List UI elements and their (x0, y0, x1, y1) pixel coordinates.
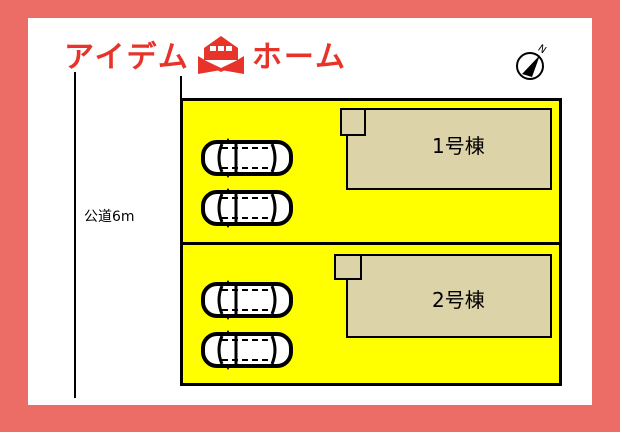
north-arrow-icon: N (516, 43, 548, 80)
building-1 (346, 108, 552, 190)
road-edge-right (180, 76, 182, 100)
road-label: 公道6m (84, 209, 135, 225)
building-2 (346, 254, 552, 338)
parking-car-4 (201, 330, 293, 370)
building-1-entrance (340, 108, 366, 136)
road-edge-left (74, 72, 76, 398)
parking-car-2 (201, 188, 293, 228)
building-2-entrance (334, 254, 362, 280)
parking-car-1 (201, 138, 293, 178)
logo-text-left: アイデム (64, 40, 190, 75)
building-2-label: 2号棟 (432, 288, 485, 312)
building-1-label: 1号棟 (432, 134, 485, 158)
house-logo-icon (197, 36, 244, 74)
parking-car-3 (201, 280, 293, 320)
company-logo: アイデム ホーム (64, 36, 347, 75)
logo-text-right: ホーム (251, 40, 348, 75)
